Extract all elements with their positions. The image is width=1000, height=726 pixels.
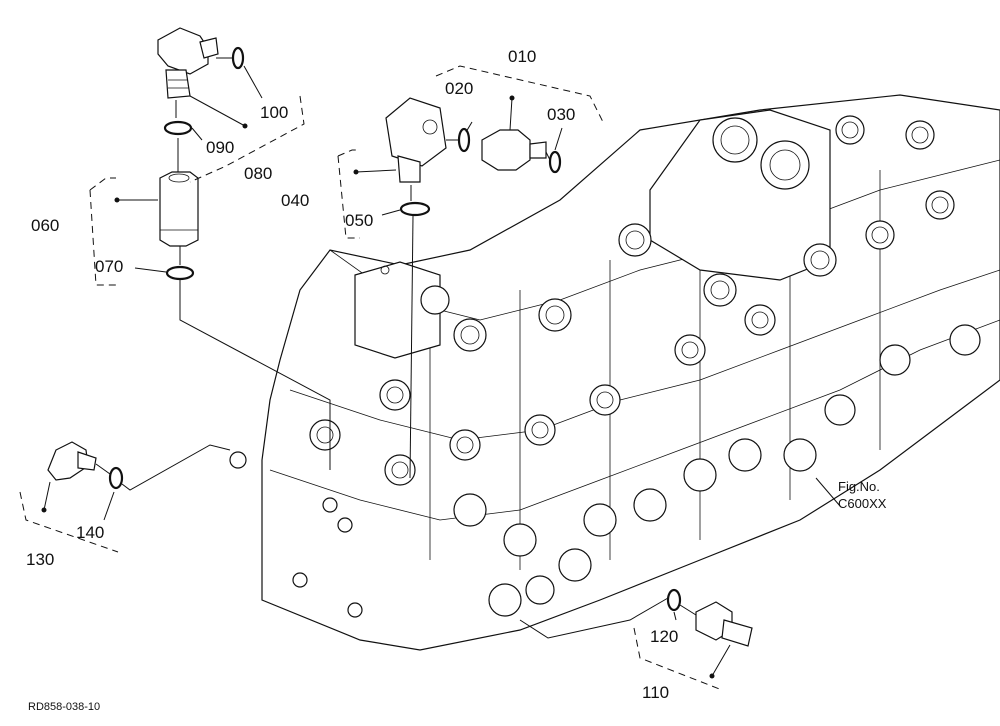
callout-070: 070 xyxy=(95,257,123,276)
callout-090: 090 xyxy=(206,138,234,157)
elbow-fitting-130 xyxy=(47,441,97,481)
group-brackets xyxy=(19,65,723,691)
callout-050: 050 xyxy=(345,211,373,230)
callout-110: 110 xyxy=(642,683,669,702)
callout-020: 020 xyxy=(445,79,473,98)
callout-040: 040 xyxy=(281,191,309,210)
figure-ref-line2: C600XX xyxy=(838,496,887,511)
leader-lines xyxy=(43,57,841,677)
o-ring-120 xyxy=(666,588,682,612)
callout-030: 030 xyxy=(547,105,575,124)
callout-080: 080 xyxy=(244,164,272,183)
callout-labels: 010 020 030 040 050 060 070 080 090 100 … xyxy=(26,47,678,702)
adapter-060 xyxy=(159,171,199,247)
o-ring-050 xyxy=(399,201,431,217)
o-ring-070 xyxy=(165,265,195,281)
figure-reference: Fig.No. C600XX xyxy=(838,479,887,511)
elbow-fitting-040 xyxy=(385,97,447,183)
figure-ref-line1: Fig.No. xyxy=(838,479,880,494)
connector-010 xyxy=(481,129,547,171)
drawing-code: RD858-038-10 xyxy=(28,701,100,713)
callout-140: 140 xyxy=(76,523,104,542)
callout-010: 010 xyxy=(508,47,536,66)
o-ring-020 xyxy=(457,127,471,153)
callout-130: 130 xyxy=(26,550,54,569)
o-ring-090 xyxy=(163,120,193,136)
o-ring-030 xyxy=(548,150,562,174)
straight-fitting-110 xyxy=(695,601,753,647)
control-valve-assembly xyxy=(229,94,1000,651)
o-ring-100 xyxy=(231,46,245,70)
callout-120: 120 xyxy=(650,627,678,646)
leader-dots xyxy=(41,95,715,679)
o-ring-140 xyxy=(108,466,124,490)
callout-060: 060 xyxy=(31,216,59,235)
elbow-fitting-080 xyxy=(157,27,219,99)
callout-100: 100 xyxy=(260,103,288,122)
